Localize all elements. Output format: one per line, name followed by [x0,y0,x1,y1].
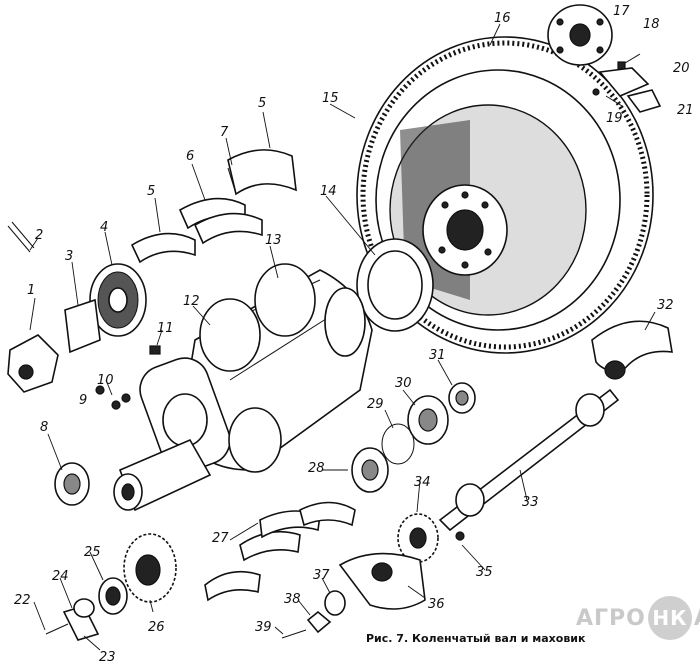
watermark-left: АГРО [576,605,646,631]
callout-8: 8 [40,420,49,435]
callout-12: 12 [183,294,200,309]
figure-caption: Рис. 7. Коленчатый вал и маховик [366,632,586,645]
seal-ring [356,238,434,332]
conrod-bearing-shells [204,501,356,602]
damper-hub [89,263,147,337]
watermark-logo: АГРО НК А [576,596,700,640]
callout-38: 38 [284,592,301,607]
balancer-shaft [438,388,620,532]
callout-3: 3 [65,249,74,264]
rear-counterweight [45,345,465,641]
callout-36: 36 [428,597,445,612]
callout-27: 27 [212,531,229,546]
callout-29: 29 [367,397,384,412]
lock-parts [592,53,662,113]
gears-bearings [54,382,476,615]
watermark-circle: НК [647,596,692,640]
callout-9: 9 [79,393,88,408]
callout-37: 37 [313,568,330,583]
callout-19: 19 [606,111,623,126]
callout-7: 7 [220,125,229,140]
callout-4: 4 [100,220,109,235]
callout-11: 11 [157,321,174,336]
ratchet-nut [7,334,59,393]
callout-35: 35 [476,565,493,580]
callout-17: 17 [613,4,630,19]
callout-34: 34 [414,475,431,490]
callout-14: 14 [320,184,337,199]
cotter-pin [7,221,35,253]
callout-32: 32 [657,298,674,313]
callout-18: 18 [643,17,660,32]
callout-5-lower: 5 [147,184,156,199]
callout-25: 25 [84,545,101,560]
callout-28: 28 [308,461,325,476]
crankshaft [113,263,373,512]
callout-2: 2 [35,228,44,243]
callout-13: 13 [265,233,282,248]
callout-31: 31 [429,348,446,363]
callout-20: 20 [673,61,690,76]
callout-22: 22 [14,593,31,608]
callout-10: 10 [97,373,114,388]
leader-lines [29,23,656,651]
callout-23: 23 [99,650,116,665]
callout-26: 26 [148,620,165,635]
callout-16: 16 [494,11,511,26]
callout-33: 33 [522,495,539,510]
lock-washer [64,298,101,354]
cover-plate [547,4,613,66]
callout-30: 30 [395,376,412,391]
callout-24: 24 [52,569,69,584]
callout-15: 15 [322,91,339,106]
callout-5-upper: 5 [258,96,267,111]
callout-21: 21 [677,103,694,118]
callout-6: 6 [186,149,195,164]
callout-39: 39 [255,620,272,635]
main-bearing-shells [130,149,297,264]
callout-1: 1 [27,283,36,298]
watermark-right: А [694,606,700,631]
counterweight [591,320,673,380]
